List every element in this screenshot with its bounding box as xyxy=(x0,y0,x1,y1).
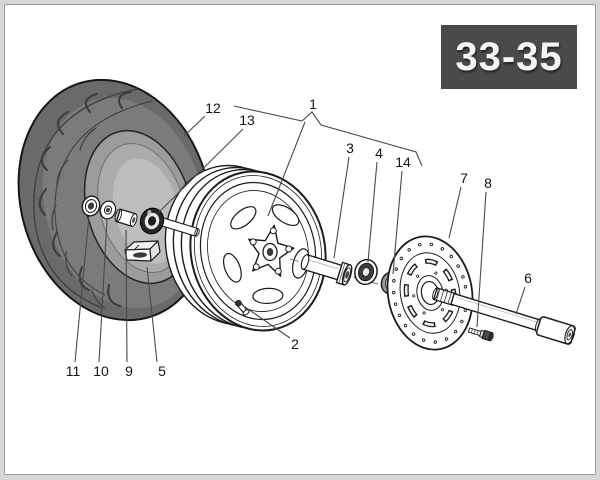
callout-label-13: 13 xyxy=(239,112,255,128)
callout-label-1: 1 xyxy=(309,96,317,112)
rim-hub xyxy=(248,224,295,277)
leader-line-14 xyxy=(392,170,403,275)
leader-line-3 xyxy=(333,156,350,259)
wheel-rim-illustration xyxy=(164,164,327,332)
disc-bolt-illustration xyxy=(467,327,494,342)
leader-line-6 xyxy=(515,286,526,315)
leader-lines xyxy=(74,105,526,363)
group-bracket-1 xyxy=(233,105,423,167)
brake-disc-illustration xyxy=(386,235,474,351)
callout-labels: 1 2 3 4 5 6 7 8 9 10 11 12 13 14 xyxy=(66,96,532,379)
leader-line-9 xyxy=(125,229,128,363)
tire-tread-pattern xyxy=(38,91,132,307)
axle-illustration xyxy=(432,287,576,345)
leader-line-1 xyxy=(267,121,306,217)
speedo-drive-illustration xyxy=(124,240,161,262)
tire-tread-secondary-lines xyxy=(51,127,106,309)
leader-line-11 xyxy=(74,215,90,363)
callout-label-10: 10 xyxy=(93,363,109,379)
nut-illustration xyxy=(81,195,101,217)
leader-line-7 xyxy=(448,186,462,239)
leader-line-10 xyxy=(98,219,108,363)
leader-line-5 xyxy=(146,266,158,363)
callout-label-7: 7 xyxy=(460,170,468,186)
callout-label-12: 12 xyxy=(205,100,221,116)
page-number-badge: 33-35 xyxy=(441,25,577,89)
leader-line-2 xyxy=(244,306,291,339)
callout-label-9: 9 xyxy=(125,363,133,379)
callout-label-5: 5 xyxy=(158,363,166,379)
leader-line-4 xyxy=(367,161,378,263)
callout-label-2: 2 xyxy=(291,336,299,352)
spacer-illustration xyxy=(114,208,138,228)
callout-label-8: 8 xyxy=(484,175,492,191)
hub-spacer-tube-illustration xyxy=(300,253,353,286)
bearing-left-illustration xyxy=(139,207,165,235)
bearing-right-illustration xyxy=(354,258,378,286)
page-number-text: 33-35 xyxy=(455,34,563,79)
valve-stem-illustration xyxy=(235,299,250,316)
leader-line-12 xyxy=(183,115,206,137)
rim-spoke-windows xyxy=(222,204,310,305)
callout-label-6: 6 xyxy=(524,270,532,286)
callout-label-11: 11 xyxy=(66,363,81,379)
leader-line-13 xyxy=(157,128,244,214)
leader-line-8 xyxy=(476,191,487,328)
callout-label-3: 3 xyxy=(346,140,354,156)
callout-label-4: 4 xyxy=(375,145,383,161)
washer-illustration xyxy=(99,200,117,220)
callout-label-14: 14 xyxy=(395,154,411,170)
